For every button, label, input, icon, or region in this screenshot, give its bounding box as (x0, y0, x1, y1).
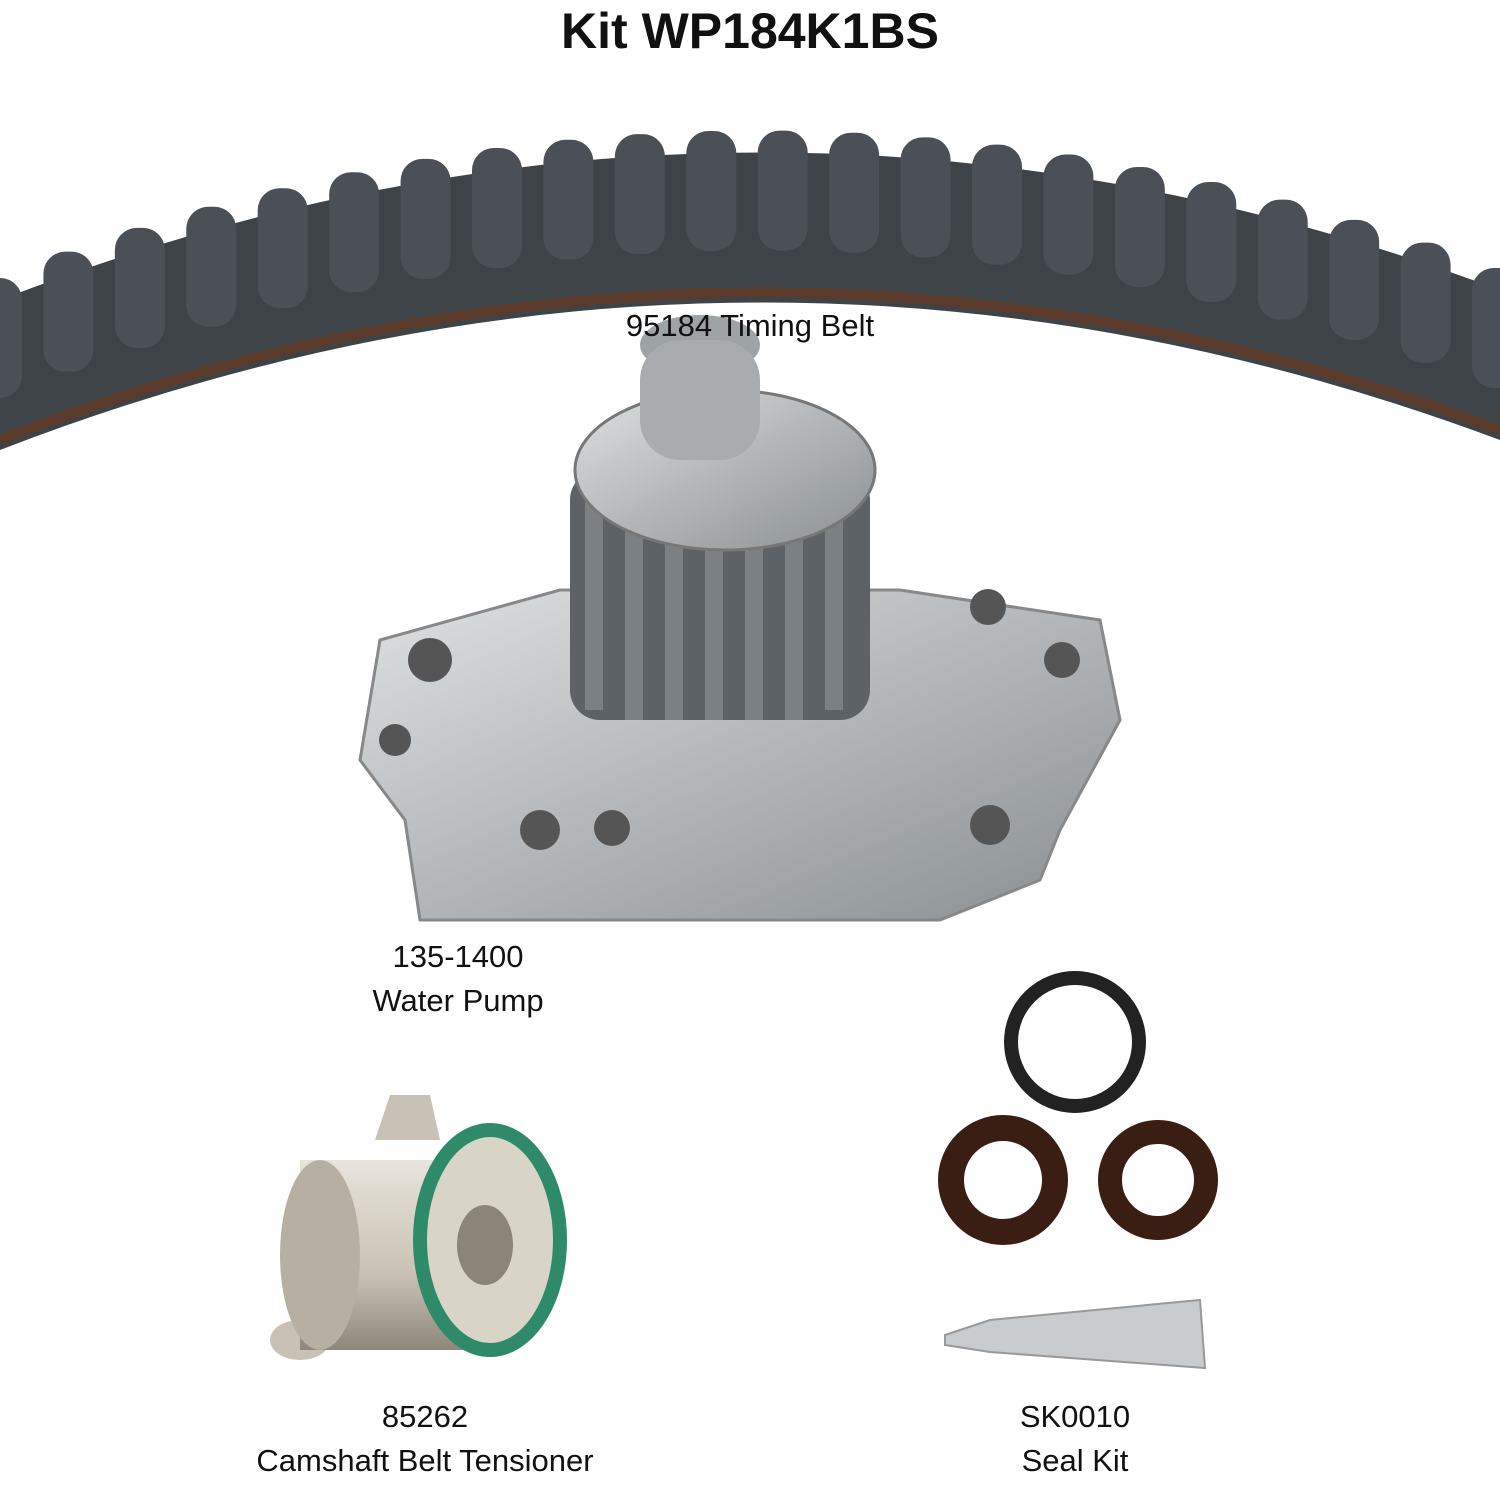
belt-tooth (472, 148, 522, 268)
tensioner-label: 85262 Camshaft Belt Tensioner (175, 1395, 675, 1483)
belt-tooth (0, 278, 22, 398)
tensioner-image (270, 1095, 567, 1360)
belt-tooth (186, 206, 237, 327)
seal-kit-image (938, 971, 1218, 1370)
belt-tooth (1114, 166, 1165, 287)
tensioner-part-number: 85262 (381, 1399, 469, 1434)
belt-tooth (972, 144, 1022, 265)
belt-tooth (1400, 242, 1451, 363)
water-pump-label: 135-1400 Water Pump (258, 935, 658, 1023)
water-pump-part-number: 135-1400 (392, 939, 524, 974)
belt-tooth (614, 134, 665, 255)
belt-tooth (1257, 199, 1308, 320)
belt-tooth (257, 188, 308, 309)
belt-tooth (829, 132, 880, 253)
timing-belt-label: 95184 Timing Belt (625, 308, 875, 343)
seal-kit-name: Seal Kit (1021, 1443, 1129, 1478)
belt-tooth (900, 137, 951, 258)
kit-title: Kit WP184K1BS (561, 3, 939, 59)
belt-tooth (1186, 182, 1237, 303)
tensioner-name: Camshaft Belt Tensioner (256, 1443, 594, 1478)
belt-tooth (43, 251, 94, 372)
seal-kit-part-number: SK0010 (1019, 1399, 1131, 1434)
belt-tooth (1329, 219, 1380, 340)
belt-tooth (757, 130, 808, 251)
timing-belt-image (0, 130, 1500, 451)
belt-tooth (1043, 154, 1094, 275)
seal-kit-label: SK0010 Seal Kit (925, 1395, 1225, 1483)
belt-tooth (686, 131, 737, 252)
water-pump-image (358, 315, 1122, 922)
belt-tooth (400, 158, 451, 279)
belt-tooth (114, 227, 165, 348)
water-pump-name: Water Pump (372, 983, 544, 1018)
belt-tooth (543, 139, 594, 260)
belt-tooth (329, 172, 380, 293)
belt-tooth (1472, 268, 1500, 388)
